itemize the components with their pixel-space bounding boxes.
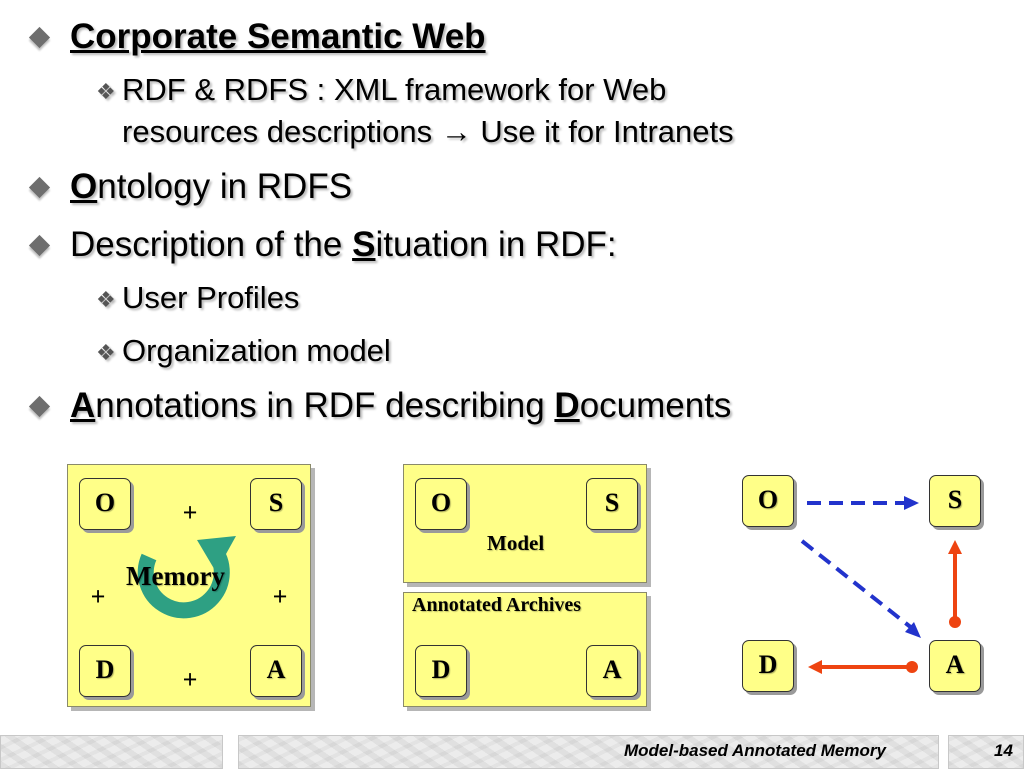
- four-diamond-bullet-icon: ❖: [96, 287, 116, 312]
- footer-tile-left: [0, 735, 223, 769]
- memory-cycle-arrowhead-icon: [197, 536, 236, 572]
- plus-left: +: [90, 582, 106, 611]
- bullet-initial: O: [70, 167, 98, 206]
- node-s-relations: S: [929, 475, 981, 527]
- four-diamond-bullet-icon: ❖: [96, 340, 116, 365]
- plus-bottom: +: [182, 665, 198, 694]
- subbullet-text-line2-pre: resources descriptions: [122, 114, 441, 149]
- arrowhead-a-to-s-icon: [948, 540, 962, 554]
- bullet-text: Corporate Semantic Web: [70, 17, 486, 56]
- node-o-memory: O: [79, 478, 131, 530]
- bullet-initial-a: A: [70, 386, 96, 425]
- right-arrow-icon: →: [440, 114, 472, 149]
- node-d-relations: D: [742, 640, 794, 692]
- node-s-memory: S: [250, 478, 302, 530]
- bullet-text-middle: nnotations in RDF describing: [95, 386, 555, 425]
- subbullet-text-line2-post: Use it for Intranets: [471, 114, 734, 149]
- arrowhead-o-to-s-icon: [904, 496, 919, 510]
- node-d-memory: D: [79, 645, 131, 697]
- bullet-initial-d: D: [554, 386, 580, 425]
- page-number: 14: [994, 741, 1013, 760]
- plus-right: +: [272, 582, 288, 611]
- subbullet-text-line1: RDF & RDFS : XML framework for Web: [122, 72, 667, 107]
- dashed-arrow-o-to-a: [800, 539, 915, 631]
- node-d-archives: D: [415, 645, 467, 697]
- four-diamond-bullet-icon: ❖: [96, 79, 116, 104]
- arrowhead-o-to-a-icon: [905, 622, 921, 638]
- model-label: Model: [487, 531, 545, 555]
- plus-top: +: [182, 498, 198, 527]
- node-a-relations: A: [929, 640, 981, 692]
- bullet-text: ituation in RDF:: [375, 225, 617, 264]
- footer-title-bar: [238, 735, 939, 769]
- bullet-text: ocuments: [579, 386, 732, 425]
- bullet-text: ntology in RDFS: [97, 167, 353, 206]
- node-o-model: O: [415, 478, 467, 530]
- subbullet-text: User Profiles: [122, 280, 300, 315]
- annotated-archives-label: Annotated Archives: [412, 594, 582, 616]
- node-a-memory: A: [250, 645, 302, 697]
- node-s-model: S: [586, 478, 638, 530]
- footer-page-tile: [948, 735, 1024, 769]
- footer-title: Model-based Annotated Memory: [624, 741, 886, 760]
- dot-a-left: [906, 661, 918, 673]
- node-a-archives: A: [586, 645, 638, 697]
- node-o-relations: O: [742, 475, 794, 527]
- memory-cycle-icon: [137, 542, 230, 619]
- bullet-text-pre: Description of the: [70, 225, 353, 264]
- dot-a-top: [949, 616, 961, 628]
- arrowhead-a-to-d-icon: [808, 660, 822, 674]
- bullet-initial: S: [352, 225, 376, 264]
- subbullet-text: Organization model: [122, 333, 391, 368]
- memory-label: Memory: [126, 561, 225, 591]
